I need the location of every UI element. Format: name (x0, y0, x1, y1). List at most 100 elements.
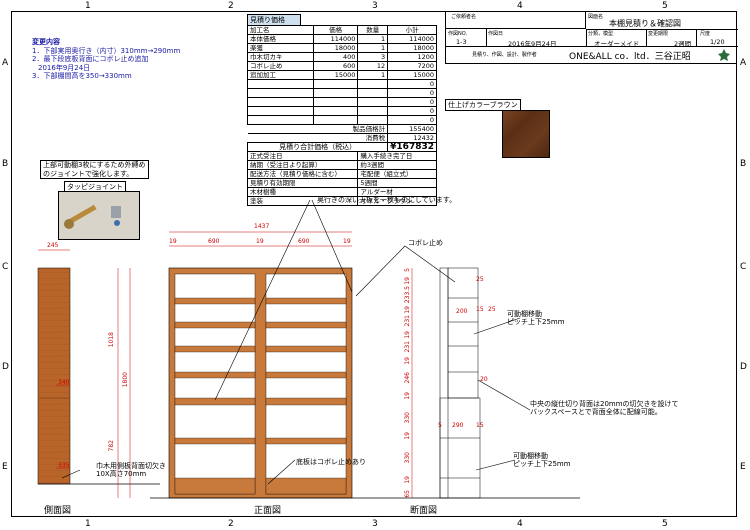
color-swatch (502, 110, 550, 158)
bottom-plate-note: 底板はコボレ止めあり (296, 458, 366, 466)
period-label: 変更期限 (648, 31, 669, 37)
period: 2週間 (674, 40, 692, 48)
category: オーダーメイド (594, 40, 640, 48)
row-d-left: D (2, 362, 9, 372)
row-a-right: A (740, 58, 747, 68)
dim-front-c: 19 (256, 238, 264, 245)
joint-photo (58, 191, 140, 240)
movable-top-line-1: 可動棚移動 (507, 310, 542, 318)
dim-sec-v: 19 (404, 331, 411, 339)
dim-sec-v: 233.5 (404, 286, 411, 304)
dim-front-h-lower: 782 (108, 440, 115, 452)
drawing-name-label: 図面名 (588, 14, 604, 20)
row-d-right: D (740, 362, 747, 372)
joint-note-line-1: 上部可動棚3枚にするため外縛め (43, 161, 146, 169)
dim-sec-v: 19 (404, 306, 411, 314)
front-view (150, 267, 580, 499)
change-note-date: 2016年9月24日 (38, 63, 91, 72)
dim-front-e: 19 (343, 238, 351, 245)
col-5-top: 5 (662, 1, 668, 11)
dim-sec-25: 25 (488, 306, 496, 313)
estimate-header: 見積り価格 (247, 14, 301, 25)
row-a-left: A (2, 58, 9, 68)
dim-front-d: 690 (298, 238, 310, 245)
section-view (411, 267, 481, 499)
row-b-left: B (2, 159, 9, 169)
skirt-note: 巾木用側板背面切欠き 10X高さ70mm (96, 462, 166, 478)
col-3-bottom: 3 (372, 519, 378, 529)
top-board-note: 奥行きの深い天板を一枚ものにしています。 (317, 196, 457, 204)
kobore-label: コボレ止め (408, 239, 443, 247)
dim-sec-v: 246 (404, 372, 411, 384)
change-note-3: 3．下部棚間高を350→330mm (32, 72, 132, 80)
dim-sec-v: 65 (404, 490, 411, 498)
col-2-bottom: 2 (228, 519, 234, 529)
drawing-no: 1-3 (456, 38, 467, 46)
movable-shelf-top-note: 可動棚移動 ピッチ上下25mm (507, 310, 565, 326)
category-label: 分類，模型 (588, 31, 614, 37)
movable-bot-line-1: 可動棚移動 (513, 452, 548, 460)
row-c-left: C (2, 262, 9, 272)
dim-sec-v: 19 (404, 476, 411, 484)
center-divider-note: 中央の縦仕切り背面は20mmの切欠きを設けて バックスペースとで背面全体に配線可… (530, 400, 679, 416)
dim-sec-v: 231 (404, 341, 411, 353)
change-note-1: 1．下部実用奥行き（内寸）310mm→290mm (32, 46, 181, 55)
col-4-top: 4 (517, 1, 523, 11)
dim-sec-290: 290 (452, 422, 464, 429)
maker: ONE&ALL co．ltd．三谷正昭 (569, 52, 691, 62)
dim-sec-v: 19 (404, 432, 411, 440)
dim-side-mid: 340 (58, 379, 70, 386)
term-value: オイル・ブラウン (357, 196, 437, 206)
term-label: 塗装 (246, 196, 359, 206)
joint-note-line-2: のジョイントで強化します。 (43, 169, 134, 178)
maker-label: 見積り、作図、設計、製作者 (472, 52, 537, 58)
center-line-1: 中央の縦仕切り背面は20mmの切欠きを設けて (530, 400, 679, 408)
dim-sec-v: 5 (404, 268, 411, 272)
front-view-title: 正面図 (254, 506, 282, 516)
movable-shelf-bottom-note: 可動棚移動 ピッチ上下25mm (513, 452, 571, 468)
row-e-right: E (740, 462, 746, 472)
scale-label: 尺度 (700, 31, 711, 37)
color-finish-label: 仕上げカラーブラウン (445, 99, 521, 111)
dim-sec-20: 20 (480, 376, 488, 383)
col-3-top: 3 (372, 1, 378, 11)
movable-top-line-2: ピッチ上下25mm (507, 318, 565, 326)
customer-label: ご依頼者名 (451, 14, 477, 20)
drawing-name: 本棚見積り＆確認図 (609, 19, 681, 28)
dim-side-top: 245 (47, 242, 59, 249)
change-notes: 変更内容 1．下部実用奥行き（内寸）310mm→290mm 2．最下段底板背面に… (32, 38, 180, 81)
side-view-title: 側面図 (44, 506, 72, 516)
company-logo-icon (718, 49, 730, 61)
dim-sec-v: 19 (404, 357, 411, 365)
scale: 1/20 (710, 38, 725, 46)
row-e-left: E (2, 462, 8, 472)
dim-sec-top: 25 (476, 276, 484, 283)
dim-sec-5: 5 (438, 422, 442, 429)
joint-note: 上部可動棚3枚にするため外縛め のジョイントで強化します。 (40, 160, 149, 179)
row-c-right: C (740, 262, 747, 272)
tapping-joint-icon (64, 204, 121, 229)
dim-front-total: 1437 (254, 223, 270, 230)
section-view-title: 断面図 (410, 506, 438, 516)
col-2-top: 2 (228, 1, 234, 11)
drawing-no-label: 作図NO. (448, 31, 468, 37)
center-line-2: バックスペースとで背面全体に配線可能。 (530, 408, 662, 416)
title-block: ご依頼者名 図面名 本棚見積り＆確認図 作図NO. 1-3 作図日 2016年9… (445, 11, 738, 64)
side-view (37, 267, 160, 485)
date-label: 作図日 (488, 31, 504, 37)
date: 2016年9月24日 (508, 40, 557, 48)
dim-front-h-upper: 1018 (108, 332, 115, 348)
dim-sec-15b: 15 (476, 422, 484, 429)
dim-front-h-total: 1800 (122, 372, 129, 388)
dim-side-bot: 335 (58, 462, 70, 469)
dim-sec-v: 330 (404, 412, 411, 424)
dim-sec-v: 231 (404, 315, 411, 327)
skirt-line-1: 巾木用側板背面切欠き (96, 462, 166, 470)
dim-sec-200: 200 (456, 308, 468, 315)
change-notes-title: 変更内容 (32, 38, 60, 46)
col-4-bottom: 4 (517, 519, 523, 529)
movable-bot-line-2: ピッチ上下25mm (513, 460, 571, 468)
